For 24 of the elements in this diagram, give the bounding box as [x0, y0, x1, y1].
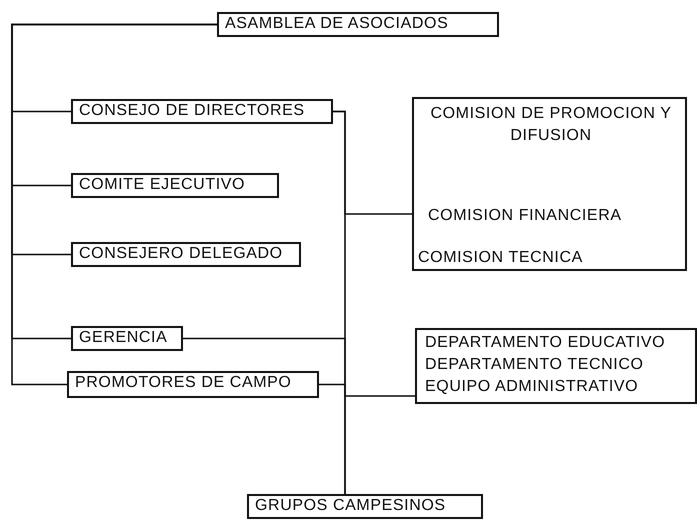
org-unit-box — [71, 326, 183, 351]
unit-name: COMISION FINANCIERA — [428, 207, 622, 225]
org-unit-box — [71, 242, 301, 267]
unit-name: CONSEJO DE DIRECTORES — [78, 101, 306, 121]
org-unit-box — [217, 12, 499, 37]
unit-name: DEPARTAMENTO TECNICO — [425, 356, 644, 374]
connector-line — [319, 384, 415, 397]
connector-line — [183, 338, 346, 494]
unit-name: EQUIPO ADMINISTRATIVO — [425, 378, 638, 396]
org-unit-box — [71, 99, 333, 124]
org-unit-box — [247, 494, 483, 519]
org-unit-box — [67, 371, 319, 398]
unit-name: CONSEJERO DELEGADO — [78, 244, 284, 264]
unit-name: COMITE EJECUTIVO — [78, 175, 246, 195]
unit-name: COMISION TECNICA — [418, 249, 583, 267]
unit-name: DEPARTAMENTO EDUCATIVO — [425, 334, 666, 352]
unit-name: PROMOTORES DE CAMPO — [74, 373, 292, 393]
unit-name: COMISION DE PROMOCION Y DIFUSION — [429, 104, 673, 146]
org-unit-box — [71, 173, 279, 198]
department-list-box — [415, 328, 697, 404]
unit-name: ASAMBLEA DE ASOCIADOS — [224, 14, 450, 34]
unit-name: GERENCIA — [78, 328, 168, 348]
department-list-box — [412, 97, 687, 271]
unit-name: GRUPOS CAMPESINOS — [254, 496, 447, 516]
